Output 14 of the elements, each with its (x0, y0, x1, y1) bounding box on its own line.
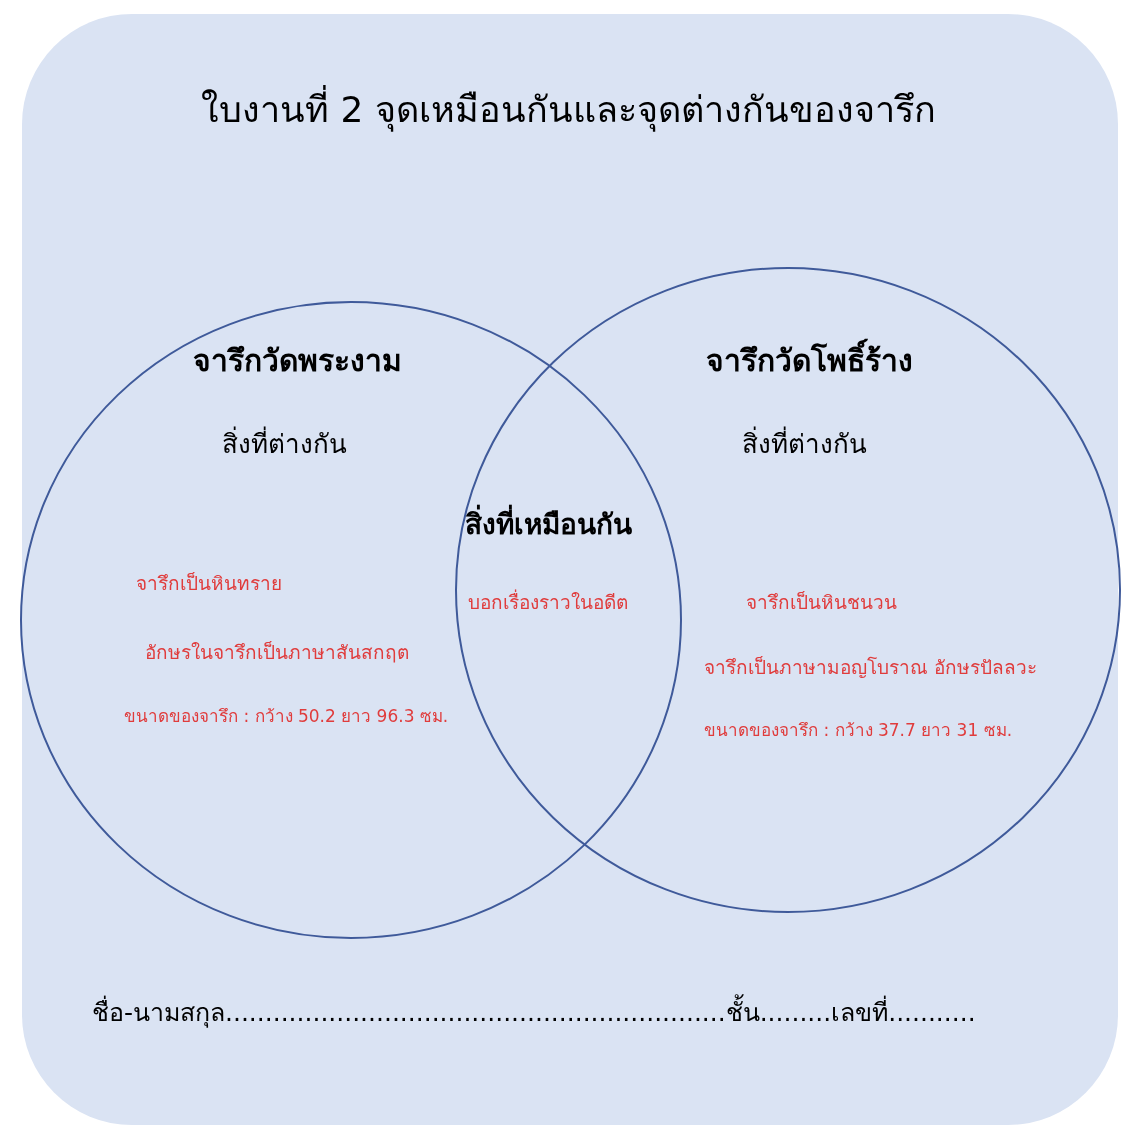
note-text: จารึกเป็นหินชนวน (746, 589, 897, 615)
section-heading: สิ่งที่ต่างกัน (222, 428, 347, 462)
circle-heading: จารึกวัดโพธิ์ร้าง (706, 340, 913, 380)
section-heading: สิ่งที่เหมือนกัน (465, 506, 632, 544)
circle-heading: จารึกวัดพระงาม (193, 341, 402, 380)
note-text: จารึกเป็นหินทราย (136, 570, 282, 596)
section-heading: สิ่งที่ต่างกัน (742, 428, 867, 462)
title: ใบงานที่ 2 จุดเหมือนกันและจุดต่างกันของจารึก (0, 86, 1137, 134)
student-info-line: ชื่อ-นามสกุล...............................................................ชั้น.........เลขที่........... (92, 996, 976, 1030)
note-text: จารึกเป็นภาษามอญโบราณ อักษรปัลลวะ (704, 654, 1038, 680)
note-text: ขนาดของจารึก : กว้าง 37.7 ยาว 31 ซม. (704, 718, 1013, 742)
note-text: ขนาดของจารึก : กว้าง 50.2 ยาว 96.3 ซม. (124, 704, 449, 728)
note-text: อักษรในจารึกเป็นภาษาสันสกฤต (145, 639, 409, 665)
note-text: บอกเรื่องราวในอดีต (468, 589, 628, 615)
